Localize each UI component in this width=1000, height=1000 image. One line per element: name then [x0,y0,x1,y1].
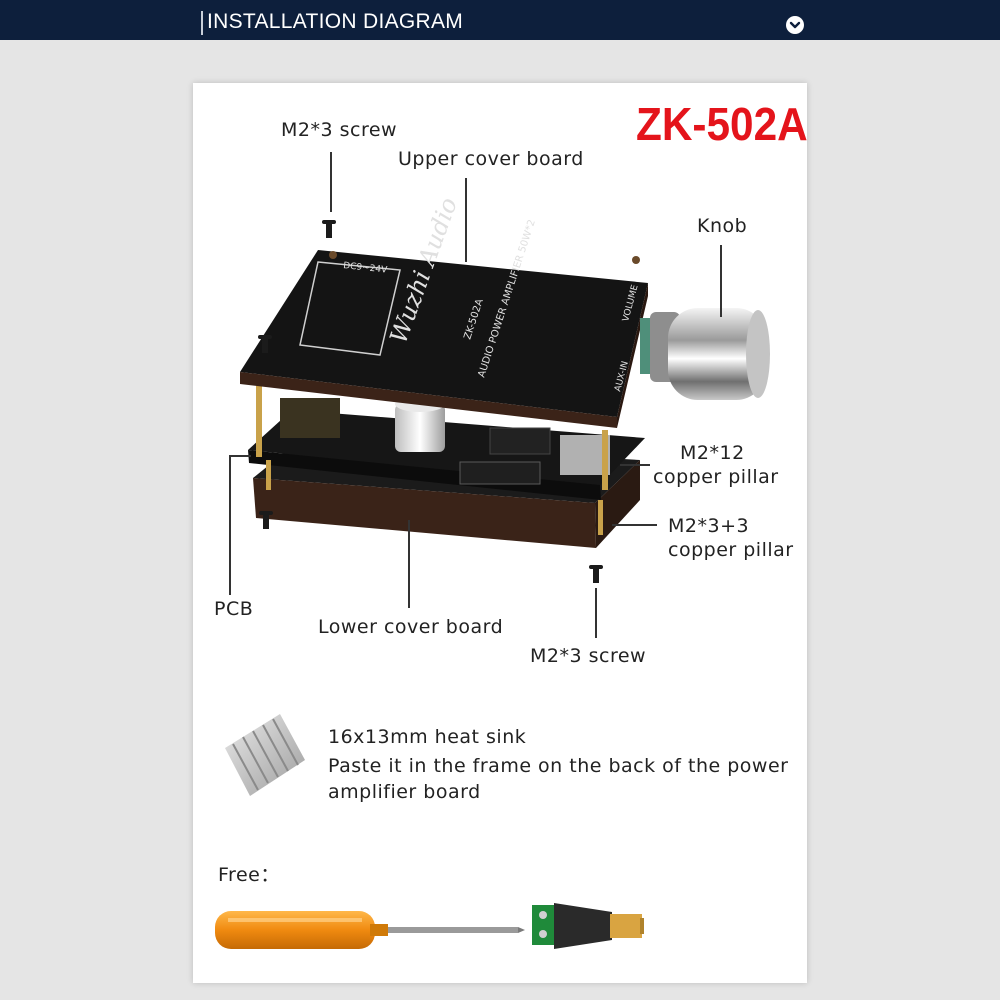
leader-line-upper-cover [465,178,467,262]
volume-knob [640,308,770,400]
label-m233-line1: M2*3+3 [668,515,750,537]
label-m23-screw-bottom: M2*3 screw [530,645,647,667]
label-m233-line2: copper pillar [668,539,794,561]
page-header: INSTALLATION DIAGRAM [0,0,1000,40]
leader-line-pcb-h [229,455,251,457]
heat-sink-desc-line1: Paste it in the frame on the back of the… [328,755,789,777]
free-label: Free： [218,864,280,886]
board-voltage-text: DC9~24V [343,261,389,276]
upper-cover-board: DC9~24V Wuzhi Audio ZK-502A AUDIO POWER … [240,194,648,428]
label-pcb: PCB [214,598,254,620]
screw-icons [258,220,603,583]
heat-sink-desc-line2: amplifier board [328,781,481,803]
leader-line-m212 [620,464,650,466]
model-title: ZK-502A [636,98,808,150]
chevron-down-icon[interactable] [786,16,804,34]
screwdriver-image [215,911,525,949]
label-knob: Knob [697,215,748,237]
dc-connector-image [532,903,644,949]
heat-sink-title: 16x13mm heat sink [328,726,527,748]
label-m23-screw-top: M2*3 screw [281,119,398,141]
header-accent-bar [201,11,203,35]
heat-sink-image [225,714,305,796]
leader-line-m233 [612,524,657,526]
label-lower-cover-board: Lower cover board [318,616,504,638]
leader-line-knob [720,245,722,317]
leader-line-pcb-v [229,455,231,595]
pcb-board [248,396,645,500]
copper-pillars [256,382,608,535]
leader-line-screw-top [330,152,332,212]
leader-line-screw-bottom [595,588,597,638]
label-m212-line2: copper pillar [653,466,779,488]
label-upper-cover-board: Upper cover board [398,148,584,170]
page-title: INSTALLATION DIAGRAM [207,10,464,33]
label-m212-line1: M2*12 [680,442,745,464]
leader-line-lower-cover [408,520,410,608]
